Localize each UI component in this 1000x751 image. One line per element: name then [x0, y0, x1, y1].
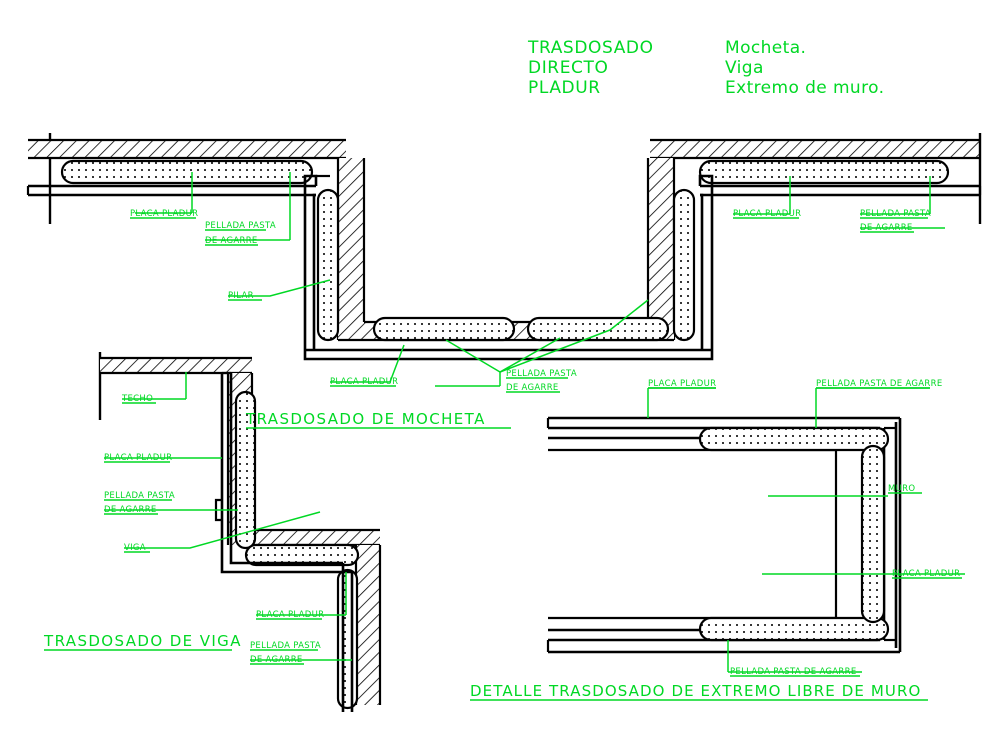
- label-pellada-4-line1: PELLADA PASTA: [104, 491, 175, 501]
- leader-placa-pladur-1: [135, 172, 193, 214]
- leader-techo: [122, 372, 187, 400]
- label-pellada-3-line1: PELLADA PASTA: [860, 209, 931, 219]
- leader-viga: [124, 511, 321, 549]
- leader-placa-pladur-2: [330, 344, 405, 383]
- label-viga: VIGA: [124, 543, 146, 553]
- detail-viga-geometry: [98, 352, 382, 712]
- leader-pellada-fan2: [609, 299, 649, 331]
- header-right-line2: Viga: [725, 58, 764, 78]
- title-extremo-muro: DETALLE TRASDOSADO DE EXTREMO LIBRE DE M…: [470, 682, 921, 700]
- leader-placa-pladur-5: [256, 572, 347, 616]
- label-placa-pladur-2: PLACA PLADUR: [330, 377, 398, 387]
- label-techo: TECHO: [121, 394, 153, 404]
- title-mocheta: TRASDOSADO DE MOCHETA: [245, 410, 486, 428]
- label-pellada-3-line2: DE AGARRE: [860, 223, 913, 233]
- label-placa-pladur-5: PLACA PLADUR: [256, 610, 324, 620]
- detail-mocheta-geometry: [26, 133, 982, 361]
- header-right-line1: Mocheta.: [725, 38, 806, 58]
- label-pellada-5-line1: PELLADA PASTA: [250, 641, 321, 651]
- leader-pellada-1: [205, 172, 291, 241]
- label-pellada-2-line1: PELLADA PASTA: [506, 369, 577, 379]
- leader-pilar: [228, 279, 331, 297]
- label-pilar: PILAR: [228, 291, 254, 301]
- label-placa-pladur-7: PLACA PLADUR: [892, 569, 960, 579]
- label-pellada-4-line2: DE AGARRE: [104, 505, 157, 515]
- title-viga: TRASDOSADO DE VIGA: [43, 632, 242, 650]
- label-pellada-line2: DE AGARRE: [205, 236, 258, 246]
- label-placa-pladur: PLACA PLADUR: [130, 209, 198, 219]
- label-pellada-7: PELLADA PASTA DE AGARRE: [730, 667, 857, 677]
- detail-extremo-muro-geometry: [546, 416, 902, 654]
- header-left-line1: TRASDOSADO: [527, 38, 654, 58]
- label-pellada-2-line2: DE AGARRE: [506, 383, 559, 393]
- leader-pellada-fan: [445, 329, 611, 373]
- layer-geometry: [26, 133, 982, 712]
- header-left-line3: PLADUR: [528, 78, 601, 98]
- layer-text: TRASDOSADO DIRECTO PLADUR Mocheta. Viga …: [43, 38, 960, 700]
- leader-pellada-3: [860, 176, 931, 215]
- leader-pellada-2: [435, 372, 501, 387]
- header-right-line3: Extremo de muro.: [725, 78, 884, 98]
- label-placa-pladur-4: PLACA PLADUR: [104, 453, 172, 463]
- leader-placa-pladur-3: [733, 176, 791, 215]
- label-pellada-5-line2: DE AGARRE: [250, 655, 303, 665]
- header-left-line2: DIRECTO: [528, 58, 609, 78]
- label-pellada-line1: PELLADA PASTA: [205, 221, 276, 231]
- label-placa-pladur-3: PLACA PLADUR: [733, 209, 801, 219]
- label-pellada-6: PELLADA PASTA DE AGARRE: [816, 379, 943, 389]
- layer-annotations: [44, 172, 965, 701]
- label-muro: MURO: [888, 484, 915, 494]
- label-placa-pladur-6: PLACA PLADUR: [648, 379, 716, 389]
